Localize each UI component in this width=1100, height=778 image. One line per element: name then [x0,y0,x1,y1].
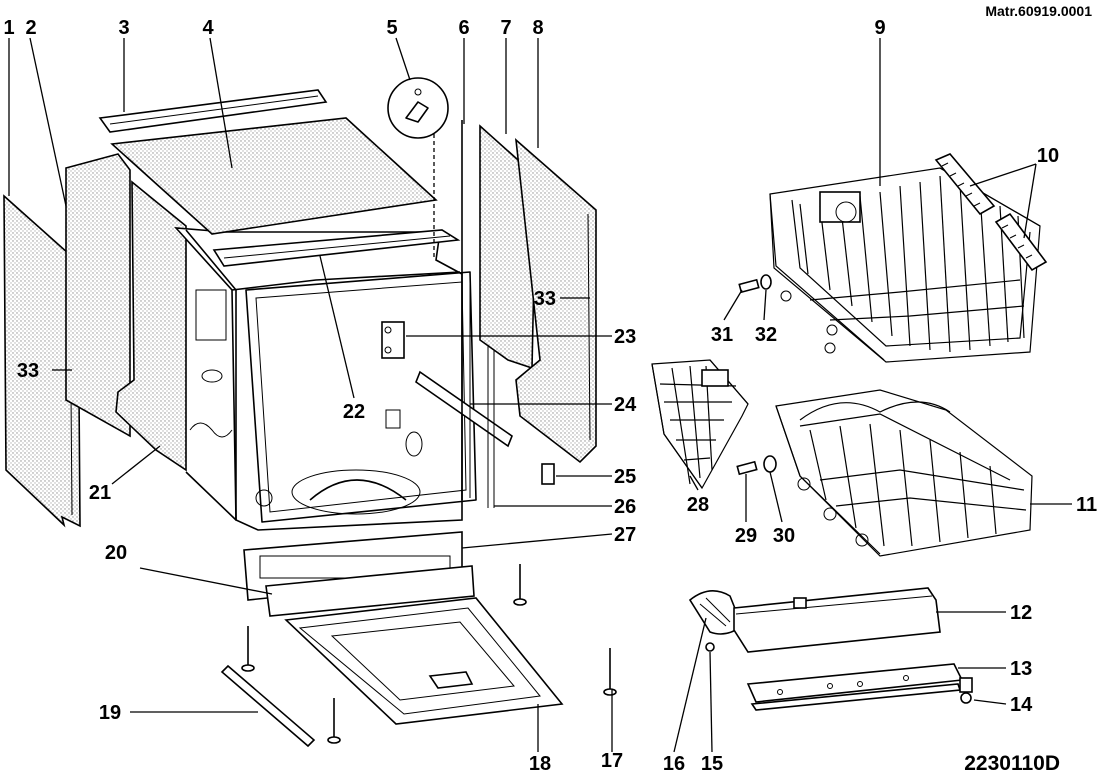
part-20-door-inner [265,565,475,617]
document-code: Matr.60919.0001 [985,3,1092,19]
racks-and-components [651,153,1048,711]
callout-28: 28 [687,494,709,516]
callout-30: 30 [773,525,795,547]
part-22-front-rail [212,229,461,267]
part-4-top-cover [110,117,438,235]
callout-33-left: 33 [17,360,39,382]
callout-17: 17 [601,750,623,772]
callout-14: 14 [1010,694,1033,716]
callout-8: 8 [532,17,543,39]
callout-2: 2 [25,17,36,39]
callout-11: 11 [1076,494,1097,516]
drawing-number: 2230110D [964,752,1060,775]
part-10-tine-clips [934,153,1048,272]
callout-22: 22 [343,401,365,423]
callout-29: 29 [735,525,757,547]
part-9-upper-rack [769,167,1041,363]
part-25-clip [541,463,555,485]
callout-19: 19 [99,702,121,724]
part-29-axle [736,460,758,476]
part-12-front-trim [733,587,941,653]
callout-1: 1 [3,17,14,39]
callout-18: 18 [529,753,551,775]
part-11-lower-rack [775,389,1033,557]
callout-32: 32 [755,324,777,346]
part-15-screw [705,642,715,652]
callout-12: 12 [1010,602,1032,624]
part-21-side-insulation [115,180,187,472]
callout-9: 9 [874,17,885,39]
part-5-detail-circle [387,77,449,139]
leveling-feet [241,564,617,744]
part-19-bar [220,664,316,748]
part-3-top-rail [98,89,328,133]
callout-24: 24 [614,394,637,416]
part-32-wheel [760,274,772,290]
callout-23: 23 [614,326,636,348]
callout-10: 10 [1037,145,1059,167]
callout-25: 25 [614,466,636,488]
part-18-door-panel [284,597,564,725]
cabinet-assembly [3,77,617,748]
callout-6: 6 [458,17,469,39]
part-13-bracket-bar [746,663,964,711]
callout-31: 31 [711,324,733,346]
callout-16: 16 [663,753,685,775]
callout-5: 5 [386,17,397,39]
part-8-right-side-panel [514,138,597,464]
callout-26: 26 [614,496,636,518]
part-31-axle [738,278,760,294]
callout-27: 27 [614,524,636,546]
callout-13: 13 [1010,658,1032,680]
part-14-fitting [959,677,973,704]
callout-7: 7 [500,17,511,39]
callout-3: 3 [118,17,129,39]
part-28-cutlery-basket [651,359,749,490]
callout-33-right: 33 [534,288,556,310]
part-30-wheel [763,455,777,473]
door-frame-seal [245,271,477,523]
part-23-hinge [381,321,405,359]
callout-21: 21 [89,482,111,504]
part-2-insulation-panel [65,153,131,438]
callout-15: 15 [701,753,723,775]
callout-4: 4 [202,17,214,39]
callout-20: 20 [105,542,127,564]
leader-lines [8,37,1072,753]
callout-labels: 1 2 3 4 5 6 7 8 9 10 11 12 13 14 15 16 1… [3,17,1097,775]
